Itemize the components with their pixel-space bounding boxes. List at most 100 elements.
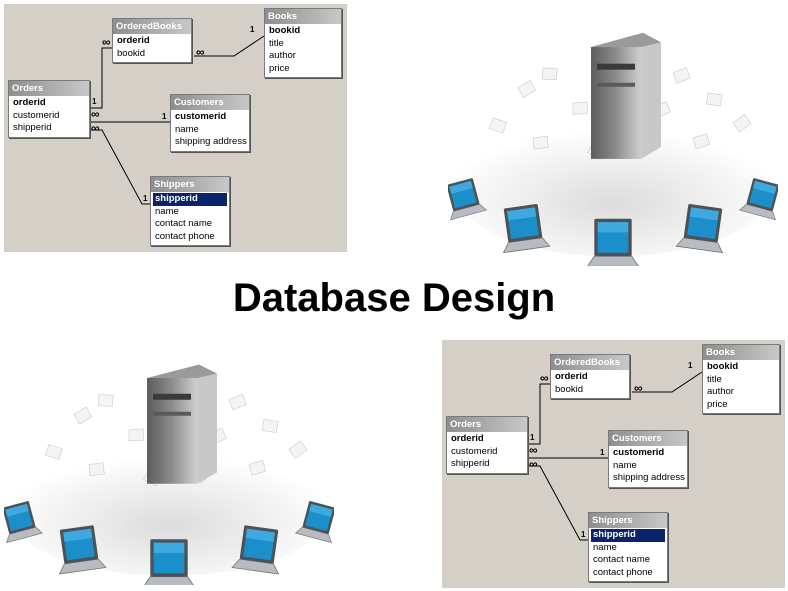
cardinality-many-label: ∞: [529, 457, 538, 471]
document-icon: [517, 79, 537, 99]
document-icon: [288, 440, 308, 460]
document-icon: [97, 394, 114, 407]
server-network-illustration-top-right: [448, 28, 778, 266]
document-icon: [248, 459, 267, 476]
cardinality-many-label: ∞: [634, 381, 643, 395]
laptop-icon: [4, 501, 44, 544]
document-icon: [128, 428, 144, 441]
table-field: name: [175, 123, 199, 135]
laptop-icon: [738, 178, 778, 221]
table-field: shipperid: [153, 193, 227, 206]
relationship-lines: 1 ∞ ∞ 1 1 ∞ ∞ 1: [528, 361, 703, 541]
cardinality-many-label: ∞: [91, 121, 100, 135]
laptop-icon: [448, 178, 488, 221]
table-field: customerid: [175, 111, 227, 122]
table-field: author: [269, 50, 296, 61]
document-icon: [705, 92, 723, 107]
document-icon: [532, 135, 549, 150]
laptop-icon: [58, 525, 107, 575]
cardinality-one-label: 1: [530, 433, 535, 442]
laptop-icon: [675, 203, 724, 254]
document-icon: [692, 133, 711, 150]
table-field: title: [269, 37, 284, 49]
table-field: contact phone: [155, 230, 215, 242]
table-field: shipperid: [591, 529, 665, 542]
relationship-lines: 1 ∞ ∞ 1 1 ∞ ∞ 1: [90, 25, 265, 205]
table-field: orderid: [117, 35, 150, 46]
document-icon: [228, 393, 247, 411]
cardinality-many-label: ∞: [91, 107, 100, 121]
cardinality-one-label: 1: [162, 112, 167, 121]
document-icon: [73, 406, 93, 425]
laptop-icon: [294, 501, 334, 544]
table-field: customerid: [13, 109, 60, 121]
table-field: shipperid: [451, 458, 490, 469]
cardinality-many-label: ∞: [540, 371, 549, 385]
table-field: author: [707, 386, 734, 397]
table-header: OrderedBooks: [551, 355, 629, 370]
cardinality-one-label: 1: [688, 361, 693, 370]
table-field: shipperid: [13, 122, 52, 133]
cardinality-one-label: 1: [92, 97, 97, 106]
document-icon: [541, 67, 558, 81]
table-field: bookid: [269, 25, 301, 36]
laptop-icon: [587, 218, 639, 266]
cardinality-one-label: 1: [143, 194, 148, 203]
laptop-icon: [502, 203, 551, 254]
table-header: Books: [265, 9, 341, 24]
table-field: bookid: [555, 383, 583, 395]
document-icon: [88, 462, 105, 476]
table-field: contact name: [593, 554, 651, 565]
table-field: bookid: [707, 361, 739, 372]
table-field: name: [613, 459, 637, 471]
laptop-icon: [144, 539, 194, 585]
server-network-illustration-bottom-left: [4, 360, 334, 585]
table-header: Orders: [9, 81, 89, 96]
laptop-icon: [231, 525, 280, 575]
cardinality-one-label: 1: [581, 530, 586, 539]
table-header: Shippers: [151, 177, 229, 192]
document-icon: [732, 113, 752, 133]
table-field: customerid: [451, 445, 498, 457]
table-header: Books: [703, 345, 779, 360]
cardinality-one-label: 1: [600, 448, 605, 457]
table-header: Shippers: [589, 513, 667, 528]
table-field: price: [707, 398, 728, 410]
table-field: shipping address: [613, 472, 685, 483]
cardinality-many-label: ∞: [102, 35, 111, 49]
table-field: orderid: [13, 97, 46, 108]
table-field: price: [269, 62, 290, 74]
table-field: orderid: [451, 433, 484, 444]
table-field: title: [707, 373, 722, 385]
table-field: shipping address: [175, 136, 247, 147]
table-header: Customers: [171, 95, 249, 110]
table-field: contact name: [155, 218, 213, 229]
server-icon: [591, 32, 661, 159]
document-icon: [261, 419, 279, 433]
document-icon: [672, 67, 691, 84]
table-header: Customers: [609, 431, 687, 446]
table-field: name: [155, 205, 179, 217]
page-title: Database Design: [232, 276, 556, 320]
cardinality-many-label: ∞: [529, 443, 538, 457]
table-field: bookid: [117, 47, 145, 59]
cardinality-many-label: ∞: [196, 45, 205, 59]
table-field: name: [593, 541, 617, 553]
table-header: Orders: [447, 417, 527, 432]
table-field: contact phone: [593, 566, 653, 578]
cardinality-one-label: 1: [250, 25, 255, 34]
document-icon: [488, 117, 508, 134]
table-header: OrderedBooks: [113, 19, 191, 34]
server-icon: [147, 364, 217, 484]
